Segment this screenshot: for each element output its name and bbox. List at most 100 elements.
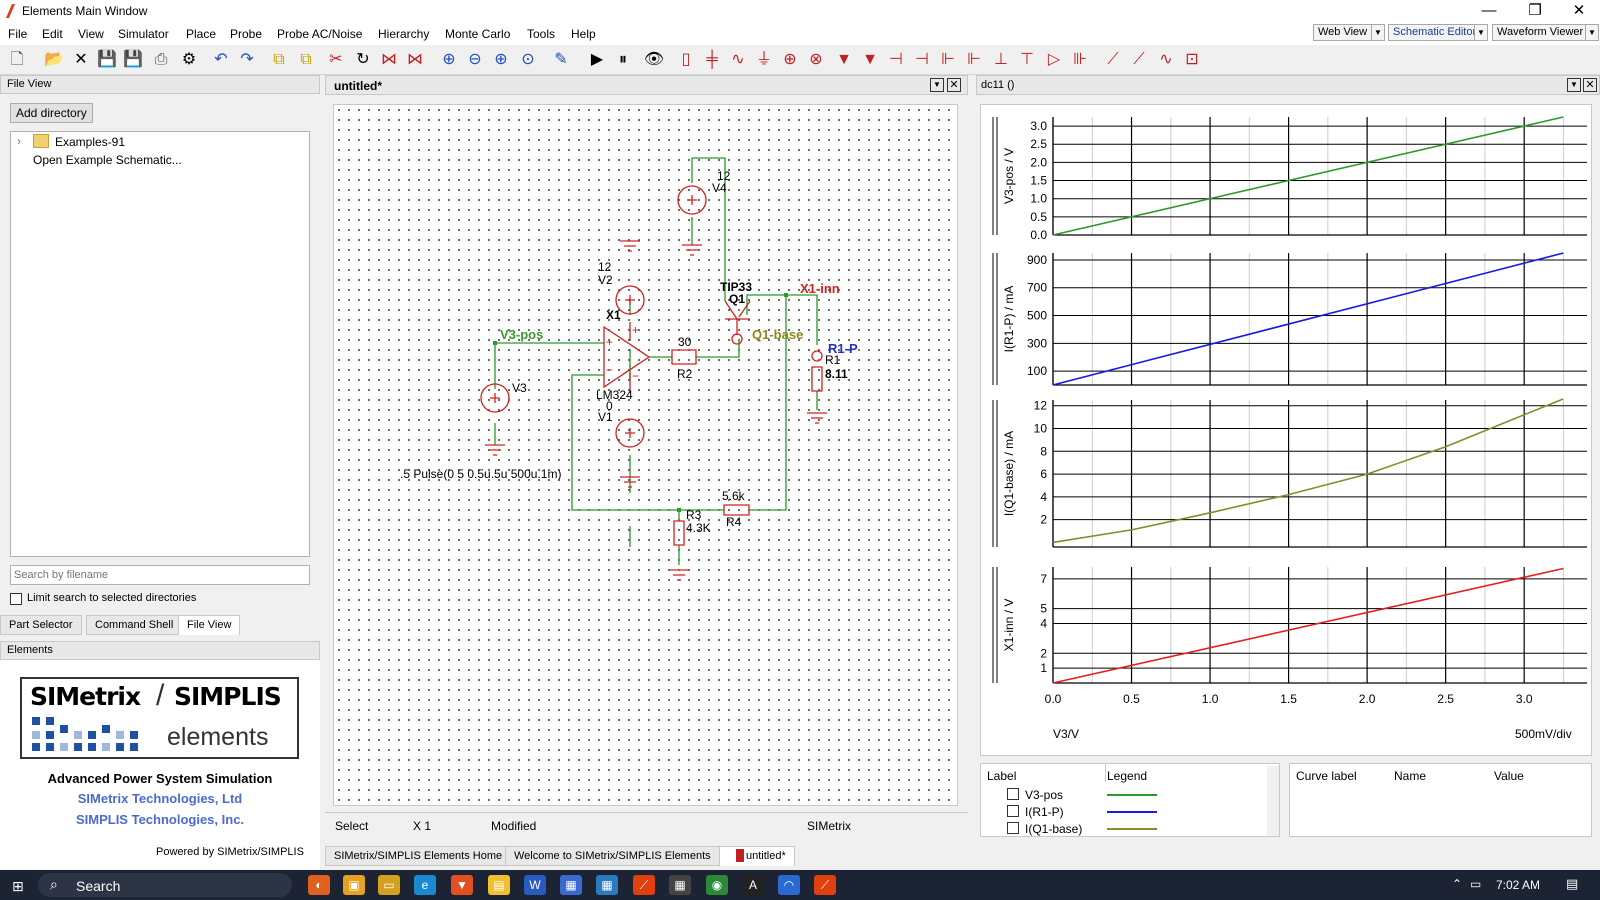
probe-q1-base[interactable]: Q1-base — [752, 327, 804, 342]
tree-item-examples[interactable]: Examples-91 — [55, 135, 126, 149]
taskbar-search[interactable]: ⌕ Search — [38, 873, 292, 897]
opamp-icon[interactable]: ▷ — [1047, 51, 1061, 68]
menu-monte-carlo[interactable]: Monte Carlo — [445, 27, 511, 41]
web-view-dropdown[interactable]: ▼ — [1371, 24, 1385, 41]
zoom-in-icon[interactable]: ⊕ — [494, 51, 508, 68]
menu-edit[interactable]: Edit — [42, 27, 63, 41]
pause-icon[interactable]: ⏸ — [618, 51, 627, 68]
zener-icon[interactable]: ▼ — [862, 51, 878, 68]
probe-waveform-icon[interactable]: ∿ — [1159, 51, 1173, 68]
word-icon[interactable]: W — [524, 875, 546, 895]
menu-view[interactable]: View — [78, 27, 104, 41]
paste-icon[interactable]: ⧉ — [300, 51, 312, 68]
probe-voltage-icon[interactable]: ⟋ — [1107, 51, 1119, 68]
close-button[interactable]: ✕ — [1572, 2, 1586, 19]
taskbar-app-icon[interactable]: ▦ — [596, 875, 618, 895]
menu-help[interactable]: Help — [571, 27, 596, 41]
diode-icon[interactable]: ▼ — [836, 51, 852, 68]
resistor-icon[interactable]: ▯ — [681, 51, 691, 68]
menu-simulator[interactable]: Simulator — [118, 27, 169, 41]
capacitor-icon[interactable]: ╪ — [706, 51, 718, 68]
menu-probe-ac-noise[interactable]: Probe AC/Noise — [277, 27, 363, 41]
settings-icon[interactable]: ⚙ — [181, 51, 197, 68]
schematic-editor-dropdown[interactable]: ▼ — [1474, 24, 1488, 41]
menu-hierarchy[interactable]: Hierarchy — [378, 27, 430, 41]
legend-checkbox[interactable] — [1007, 822, 1019, 834]
ground-icon[interactable]: ⏚ — [755, 51, 772, 68]
zoom-fit-icon[interactable]: ⊕ — [442, 51, 456, 68]
tab-elements-home[interactable]: SIMetrix/SIMPLIS Elements Home — [325, 846, 512, 866]
undo-icon[interactable]: ↶ — [214, 51, 228, 68]
probe-x1-inn[interactable]: X1-inn — [800, 281, 840, 296]
mirror-icon[interactable]: ⋈ — [381, 51, 397, 68]
edge-icon[interactable]: e — [414, 875, 436, 895]
tree-item-open-example[interactable]: Open Example Schematic... — [33, 153, 182, 167]
brave-icon[interactable]: ▼ — [451, 875, 473, 895]
probe-r1-p[interactable]: R1-P — [828, 341, 858, 356]
zoom-box-icon[interactable]: ⊙ — [521, 51, 535, 68]
file-explorer-icon[interactable]: ▭ — [378, 875, 400, 895]
schematic-canvas[interactable]: 12 V4 12 V2 X1 LM324 + − + − 0 V1 V3 .5 … — [333, 104, 958, 806]
tray-chevron-icon[interactable]: ⌃ — [1452, 877, 1463, 891]
menu-probe[interactable]: Probe — [230, 27, 263, 41]
close-file-icon[interactable]: ✕ — [74, 51, 88, 68]
new-icon[interactable]: 🗋 — [10, 51, 24, 68]
minimize-button[interactable]: — — [1481, 2, 1497, 19]
tab-untitled[interactable]: untitled* — [719, 846, 795, 866]
find-icon[interactable]: 👁 — [643, 51, 665, 68]
print-icon[interactable]: ⎙ — [154, 51, 168, 68]
company-link-2[interactable]: SIMPLIS Technologies, Inc. — [75, 812, 245, 827]
maximize-button[interactable]: ❐ — [1528, 2, 1542, 19]
schematic-close-icon[interactable]: ✕ — [947, 78, 961, 92]
taskbar-app-icon[interactable]: A — [742, 875, 764, 895]
inductor-icon[interactable]: ∿ — [731, 51, 745, 68]
pjfet-icon[interactable]: ⊤ — [1020, 51, 1034, 68]
waveform-viewer-dropdown[interactable]: ▼ — [1585, 24, 1599, 41]
notification-icon[interactable]: ▤ — [1566, 876, 1579, 891]
probe-fixed-icon[interactable]: ⊡ — [1185, 51, 1199, 68]
taskbar-app-icon[interactable]: ◠ — [778, 875, 800, 895]
save-all-icon[interactable]: 💾 — [123, 51, 143, 68]
add-directory-button[interactable]: Add directory — [10, 103, 93, 123]
tab-welcome[interactable]: Welcome to SIMetrix/SIMPLIS Elements — [505, 846, 720, 866]
redo-icon[interactable]: ↷ — [240, 51, 254, 68]
flip-icon[interactable]: ⋈ — [407, 51, 423, 68]
cut-icon[interactable]: ✂ — [329, 51, 343, 68]
web-view-button[interactable]: Web View — [1313, 24, 1373, 41]
chrome-icon[interactable]: ◉ — [706, 875, 728, 895]
windows-start-icon[interactable]: ⊞ — [12, 878, 24, 894]
switch-icon[interactable]: ⊪ — [1073, 51, 1087, 68]
waveform-close-icon[interactable]: ✕ — [1583, 78, 1597, 92]
pnp-icon[interactable]: ⊣ — [915, 51, 929, 68]
current-source-icon[interactable]: ⊗ — [809, 51, 823, 68]
tab-part-selector[interactable]: Part Selector — [0, 615, 82, 635]
simetrix-taskbar-icon[interactable]: ⟋ — [814, 875, 836, 895]
probe-current-icon[interactable]: ⟋ — [1133, 51, 1145, 68]
waveform-plots[interactable]: 0.00.51.01.52.02.53.0V3-pos / V100300500… — [981, 105, 1593, 757]
schematic-menu-icon[interactable]: ▼ — [930, 78, 944, 92]
zoom-out-icon[interactable]: ⊖ — [468, 51, 482, 68]
rotate-icon[interactable]: ↻ — [356, 51, 370, 68]
npn-icon[interactable]: ⊣ — [889, 51, 903, 68]
wire-icon[interactable]: ✎ — [554, 51, 568, 68]
run-icon[interactable]: ▶ — [590, 51, 604, 68]
search-input[interactable] — [10, 565, 310, 585]
company-link-1[interactable]: SIMetrix Technologies, Ltd — [77, 791, 243, 806]
legend-scrollbar[interactable] — [1267, 766, 1279, 836]
legend-checkbox[interactable] — [1007, 788, 1019, 800]
taskbar-app-icon[interactable]: ▤ — [488, 875, 510, 895]
menu-place[interactable]: Place — [186, 27, 217, 41]
calculator-icon[interactable]: ▦ — [669, 875, 691, 895]
waveform-viewer-button[interactable]: Waveform Viewer — [1492, 24, 1589, 41]
taskbar-app-icon[interactable]: ◐ — [308, 875, 330, 895]
menu-file[interactable]: File — [8, 27, 28, 41]
njfet-icon[interactable]: ⊥ — [994, 51, 1008, 68]
schematic-editor-button[interactable]: Schematic Editor — [1388, 24, 1482, 41]
tab-command-shell[interactable]: Command Shell — [86, 615, 183, 635]
open-icon[interactable]: 📂 — [44, 51, 64, 68]
tab-file-view[interactable]: File View — [178, 615, 241, 635]
limit-search-checkbox[interactable] — [10, 593, 22, 605]
simetrix-taskbar-icon[interactable]: ⟋ — [633, 875, 655, 895]
taskbar-app-icon[interactable]: ▣ — [343, 875, 365, 895]
taskbar-clock[interactable]: 7:02 AM — [1496, 878, 1541, 892]
